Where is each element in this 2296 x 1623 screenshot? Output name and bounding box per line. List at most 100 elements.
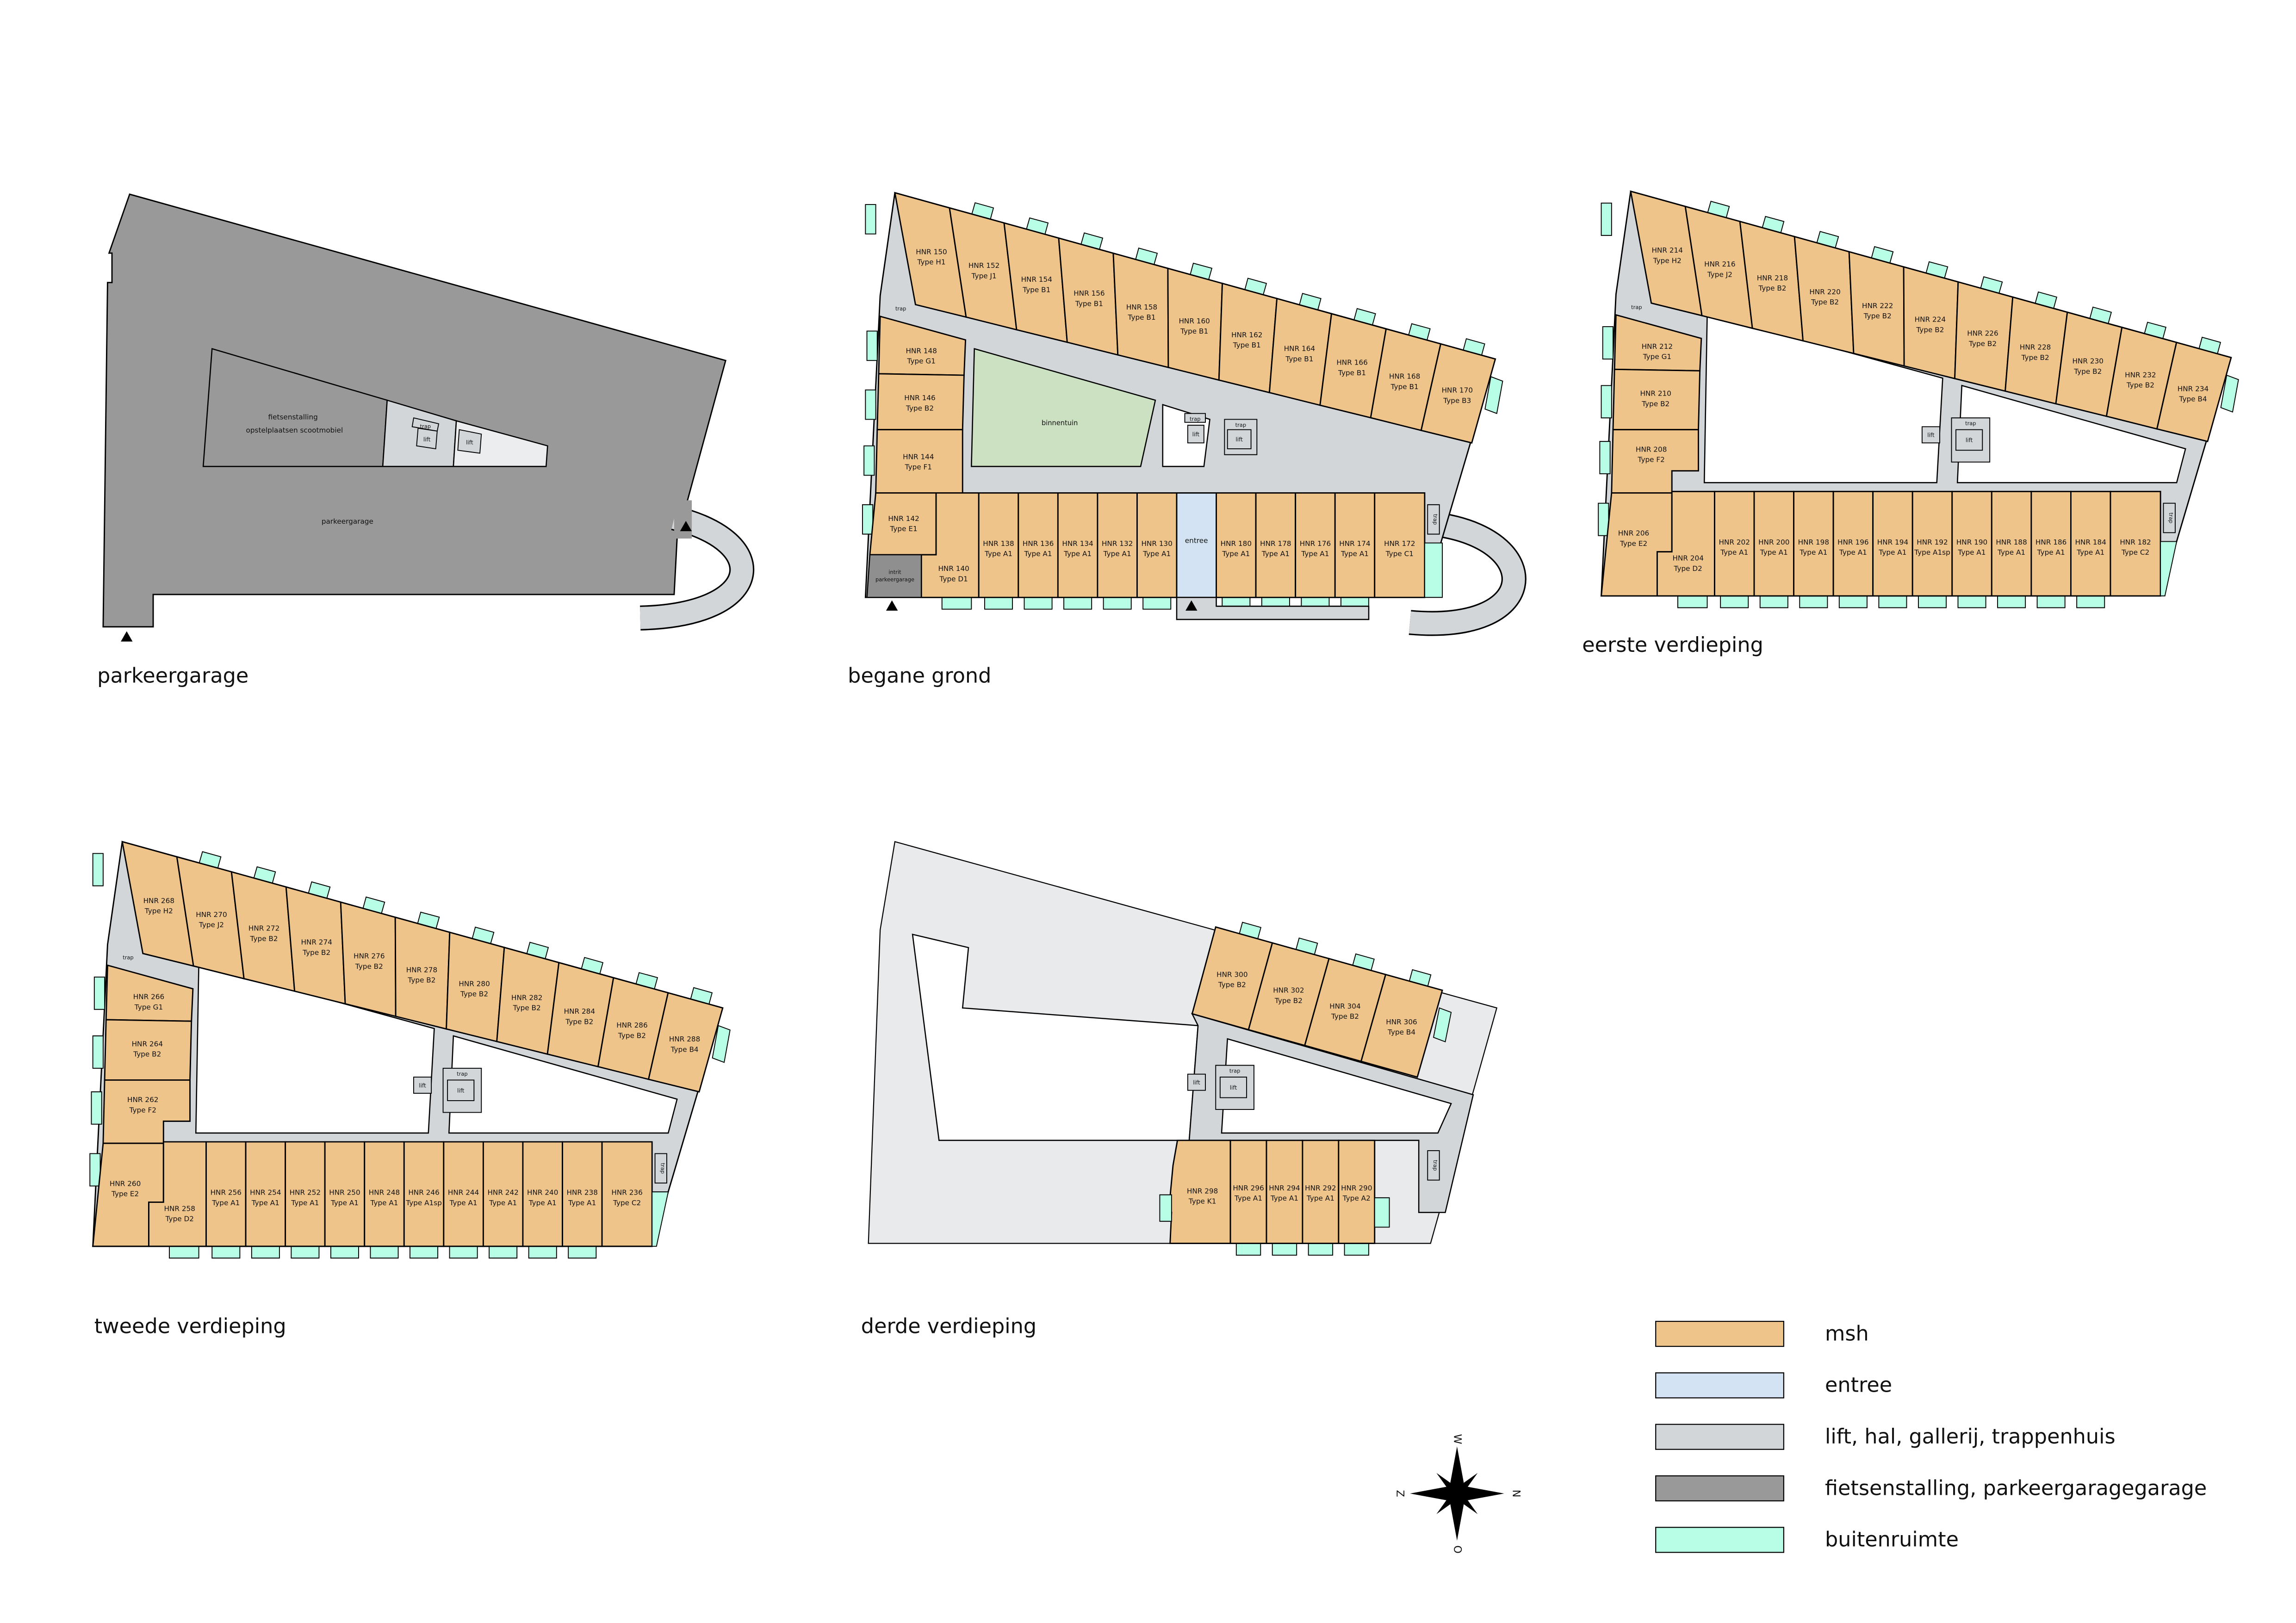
legend-swatch <box>1655 1372 1785 1399</box>
balcony <box>330 1245 359 1259</box>
unit-type: Type H2 <box>1653 256 1682 265</box>
unit-type: Type G1 <box>907 357 936 365</box>
lift-label: lift <box>423 436 431 443</box>
balcony <box>92 853 104 886</box>
balcony <box>866 330 878 361</box>
balcony <box>1142 597 1172 610</box>
legend-swatch <box>1655 1320 1785 1347</box>
unit-number: HNR 184 <box>2075 538 2106 546</box>
unit-outline <box>1338 1140 1376 1244</box>
ramp <box>1409 514 1525 635</box>
legend-label: entree <box>1825 1374 1892 1397</box>
lift-label: lift <box>1927 432 1935 439</box>
unit-number: HNR 222 <box>1862 302 1893 310</box>
compass-rose: W N O Z <box>1394 1434 1522 1553</box>
unit-number: HNR 288 <box>669 1035 700 1043</box>
unit-type: Type H2 <box>144 907 173 915</box>
balcony <box>1598 502 1609 536</box>
unit-type: Type A1 <box>1234 1194 1262 1202</box>
unit-number: HNR 242 <box>487 1188 518 1196</box>
unit-number: HNR 218 <box>1757 274 1788 282</box>
plan-title-derde-verdieping: derde verdieping <box>861 1314 1036 1338</box>
balcony <box>1720 595 1749 608</box>
unit-number: HNR 168 <box>1389 372 1420 381</box>
ramp-entry <box>674 500 692 539</box>
unit-number: HNR 176 <box>1300 539 1331 548</box>
